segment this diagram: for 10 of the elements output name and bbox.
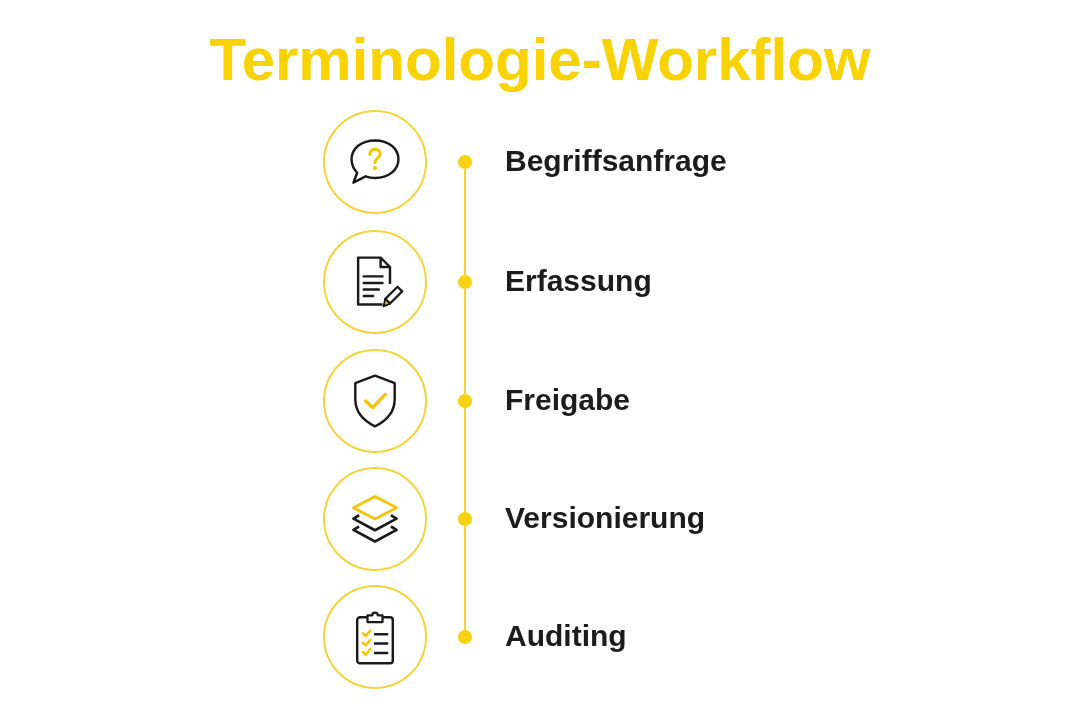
step-label: Erfassung (505, 263, 652, 299)
step-label: Begriffsanfrage (505, 143, 727, 179)
title: Terminologie-Workflow (208, 25, 872, 95)
timeline-line (464, 168, 466, 276)
step-label: Versionierung (505, 500, 706, 536)
timeline-line (464, 407, 466, 513)
step-label: Auditing (505, 618, 627, 654)
timeline-line (464, 525, 466, 631)
step-label: Freigabe (505, 382, 631, 418)
timeline-line (464, 288, 466, 395)
